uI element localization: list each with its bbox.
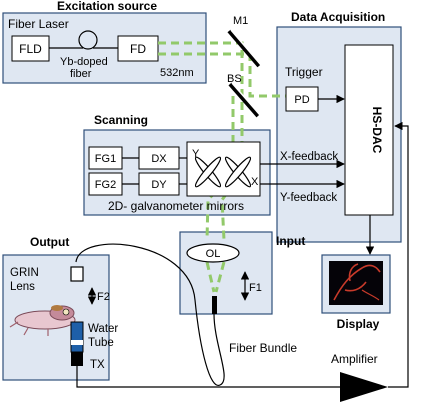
m1-label: M1 [233, 15, 248, 27]
data-acquisition-title: Data Acquisition [291, 10, 385, 24]
amplifier-label: Amplifier [331, 352, 378, 366]
wavelength-label: 532nm [160, 67, 194, 79]
display-label: Display [337, 317, 380, 331]
grin-label-2: Lens [10, 281, 35, 293]
f2-label: F2 [97, 291, 110, 303]
galvo-mirror-x [224, 156, 252, 188]
m1-mirror [227, 29, 261, 68]
mirror-x-label: X [251, 176, 259, 188]
yb-fiber-label-2: fiber [70, 68, 92, 80]
bs-mirror-face [231, 82, 261, 116]
water-tube [70, 321, 84, 353]
laser-beam-lens-cone [205, 261, 226, 293]
water-tube-band [71, 340, 83, 345]
fiber-bundle-label: Fiber Bundle [229, 341, 297, 355]
yb-fiber-coil [78, 30, 98, 50]
pd-label: PD [294, 94, 309, 106]
laser-beam-lower [158, 52, 290, 98]
vessel-image [333, 263, 381, 301]
tx-label: TX [90, 359, 105, 371]
fd-box [117, 35, 159, 62]
dx-label: DX [151, 153, 167, 165]
tx-to-amplifier-wire [76, 366, 340, 388]
mirror-y-label: Y [192, 148, 200, 160]
ol-label: OL [206, 248, 221, 260]
water-label-2: Tube [88, 337, 114, 349]
amplifier-to-dac-wire [388, 121, 409, 388]
dy-label: DY [151, 179, 167, 191]
f1-label: F1 [249, 282, 262, 294]
objective-lens [186, 243, 240, 263]
output-title: Output [30, 235, 69, 249]
y-feedback-label: Y-feedback [280, 192, 337, 204]
excitation-source-title: Excitation source [57, 0, 157, 13]
grin-label-1: GRIN [10, 267, 39, 279]
m1-mirror-face [230, 29, 262, 66]
input-panel [179, 231, 273, 315]
fiber-laser-label: Fiber Laser [8, 17, 69, 31]
hs-dac-box [344, 44, 394, 216]
fd-label: FD [130, 42, 146, 56]
grin-lens [70, 266, 84, 282]
display-image [329, 261, 383, 305]
fiber-bundle-tip [212, 296, 217, 314]
amplifier-symbol [340, 372, 388, 402]
galvo-mirror-y [194, 156, 222, 188]
bs-label: BS [227, 73, 242, 85]
scanning-title: Scanning [94, 113, 148, 127]
water-label-1: Water [88, 323, 118, 335]
fg2-label: FG2 [95, 179, 116, 191]
x-feedback-label: X-feedback [280, 151, 338, 163]
mouse-sample-icon [9, 305, 76, 336]
hs-dac-label: HS-DAC [370, 107, 384, 154]
galvo-mirrors-box [186, 141, 261, 197]
fg1-label: FG1 [95, 153, 116, 165]
fld-label: FLD [19, 42, 42, 56]
fld-box [11, 35, 50, 62]
transducer [71, 352, 83, 366]
input-title: Input [276, 234, 305, 248]
fiber-bundle-curve [75, 243, 225, 386]
galvo-caption: 2D- galvanometer mirrors [108, 199, 244, 213]
trigger-label: Trigger [285, 65, 323, 79]
yb-fiber-label-1: Yb-doped [60, 56, 108, 68]
bs-mirror [228, 82, 260, 118]
